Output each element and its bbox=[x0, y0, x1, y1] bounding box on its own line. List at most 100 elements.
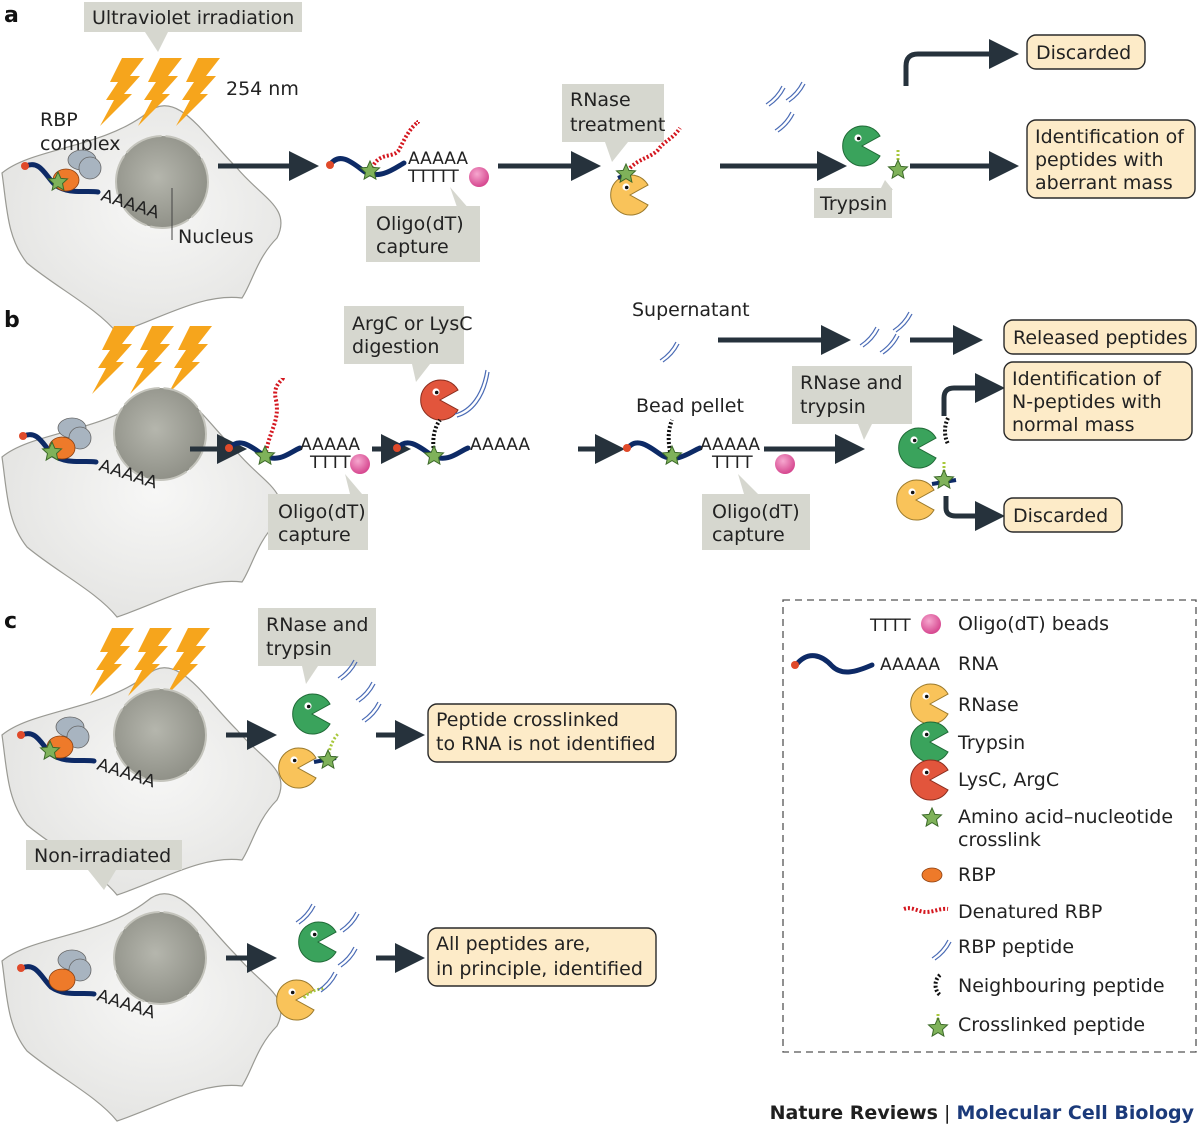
output-identification-a-3: aberrant mass bbox=[1035, 172, 1173, 194]
trypsin-enzyme-a bbox=[842, 125, 881, 167]
output-all-c-1: All peptides are, bbox=[436, 933, 591, 955]
rnase-trypsin-callout-b-1: RNase and bbox=[800, 372, 902, 394]
trypsin-enzyme-c2 bbox=[298, 921, 337, 963]
lysc-argc-icon bbox=[910, 759, 949, 801]
denatured-rbp-icon bbox=[903, 906, 949, 915]
output-discarded-a-text: Discarded bbox=[1036, 42, 1131, 64]
legend-label-7: Denatured RBP bbox=[958, 901, 1102, 923]
legend-label-8: RBP peptide bbox=[958, 936, 1074, 958]
legend-label-2: RNase bbox=[958, 694, 1019, 716]
oligo-callout-a-2: capture bbox=[376, 236, 449, 258]
rna-icon bbox=[793, 653, 875, 675]
polyT-a: TTTTT bbox=[407, 167, 459, 187]
rbp-peptide-icon bbox=[931, 939, 952, 961]
legend-label-9: Neighbouring peptide bbox=[958, 975, 1165, 997]
legend-border bbox=[782, 599, 1197, 1053]
rnase-enzyme-b bbox=[896, 479, 935, 521]
rnase-callout-a: RNase treatment bbox=[562, 84, 665, 162]
panel-a-label: a bbox=[4, 3, 19, 28]
footer-separator: | bbox=[937, 1102, 957, 1124]
panel-a: a Ultraviolet irradiation 254 nm RBP com… bbox=[1, 2, 1196, 334]
digestion-callout-b-1: ArgC or LysC bbox=[352, 313, 473, 335]
oligo-callout-b2-1: Oligo(dT) bbox=[712, 501, 800, 523]
output-identification-a: Identification of peptides with aberrant… bbox=[1026, 119, 1196, 199]
arrow-b-discard bbox=[943, 496, 1005, 531]
oligo-bead-icon bbox=[921, 614, 941, 634]
publisher-name: Nature Reviews bbox=[769, 1102, 938, 1124]
legend-item-trypsin: Trypsin bbox=[910, 721, 1025, 763]
legend-item-crosslink: Amino acid–nucleotide crosslink bbox=[922, 806, 1173, 851]
panel-b-label: b bbox=[4, 308, 20, 333]
rnase-trypsin-callout-c: RNase and trypsin bbox=[258, 608, 376, 684]
supernatant-label: Supernatant bbox=[632, 299, 750, 321]
polyT-b2: TTTT bbox=[711, 453, 753, 473]
arrow-a-discard bbox=[903, 39, 1019, 86]
output-all-c: All peptides are, in principle, identifi… bbox=[427, 927, 657, 987]
rnase-enzyme-c1 bbox=[278, 747, 317, 789]
legend-item-rbp-peptide: RBP peptide bbox=[931, 936, 1074, 961]
uv-bolts-b bbox=[92, 326, 212, 394]
lysc-enzyme-b bbox=[420, 379, 459, 421]
nucleus-label: Nucleus bbox=[178, 226, 254, 248]
uv-callout-text: Ultraviolet irradiation bbox=[92, 7, 294, 29]
output-crosslinked-c-2: to RNA is not identified bbox=[436, 733, 655, 755]
output-identification-b: Identification of N-peptides with normal… bbox=[1003, 361, 1193, 441]
oligo-bead-a bbox=[469, 167, 489, 187]
output-discarded-a: Discarded bbox=[1026, 34, 1146, 70]
rnase-trypsin-callout-b: RNase and trypsin bbox=[792, 366, 912, 440]
output-identification-a-1: Identification of bbox=[1035, 126, 1185, 148]
legend-item-oligo-dt-beads: TTTT Oligo(dT) beads bbox=[869, 613, 1109, 636]
rnase-callout-a-1: RNase bbox=[570, 89, 631, 111]
crosslinked-peptide-icon bbox=[928, 1017, 948, 1037]
legend-item-rbp: RBP bbox=[921, 864, 996, 886]
legend-oligo-prefix: TTTT bbox=[869, 616, 911, 636]
legend-label-3: Trypsin bbox=[957, 732, 1025, 754]
legend-label-4: LysC, ArgC bbox=[958, 769, 1059, 791]
footer-credit: Nature Reviews | Molecular Cell Biology bbox=[770, 1102, 1194, 1124]
nucleus-c2 bbox=[113, 911, 207, 1005]
neighbouring-peptide-icon bbox=[933, 973, 942, 997]
rbp-complex-label-2: complex bbox=[40, 133, 121, 155]
non-irradiated-callout-text: Non-irradiated bbox=[34, 845, 171, 867]
legend-item-neighbouring-peptide: Neighbouring peptide bbox=[933, 973, 1165, 997]
legend-label-5b: crosslink bbox=[958, 829, 1041, 851]
output-released-b-text: Released peptides bbox=[1013, 327, 1188, 349]
panel-c: c AAAAA RNase and trypsin bbox=[1, 608, 677, 1122]
captured-rna-b: AAAAA TTTT bbox=[225, 377, 370, 474]
oligo-callout-b1-1: Oligo(dT) bbox=[278, 501, 366, 523]
output-discarded-b-text: Discarded bbox=[1013, 505, 1108, 527]
output-discarded-b: Discarded bbox=[1003, 497, 1123, 533]
output-identification-b-3: normal mass bbox=[1012, 414, 1135, 436]
trypsin-icon bbox=[910, 721, 949, 763]
rnase-trypsin-callout-c-2: trypsin bbox=[266, 638, 332, 660]
trypsin-callout-a-text: Trypsin bbox=[819, 193, 887, 215]
oligo-callout-a-1: Oligo(dT) bbox=[376, 213, 464, 235]
oligo-callout-b2: Oligo(dT) capture bbox=[702, 474, 810, 550]
output-identification-b-2: N-peptides with bbox=[1012, 391, 1162, 413]
output-all-c-2: in principle, identified bbox=[436, 958, 643, 980]
rnase-trypsin-callout-b-2: trypsin bbox=[800, 396, 866, 418]
journal-name: Molecular Cell Biology bbox=[956, 1102, 1194, 1124]
panel-c-label: c bbox=[4, 609, 17, 634]
non-irradiated-callout: Non-irradiated bbox=[26, 840, 182, 890]
trypsin-enzyme-b bbox=[898, 427, 937, 469]
rnase-trypsin-callout-c-1: RNase and bbox=[266, 614, 368, 636]
oligo-bead-b1 bbox=[350, 454, 370, 474]
polyA-b3: AAAAA bbox=[700, 435, 760, 455]
uv-callout: Ultraviolet irradiation bbox=[84, 2, 302, 52]
legend: TTTT Oligo(dT) beads AAAAA RNA RNase Try… bbox=[782, 599, 1197, 1053]
rnase-enzyme-c2 bbox=[276, 979, 315, 1021]
output-crosslinked-c-1: Peptide crosslinked bbox=[436, 709, 619, 731]
legend-label-5: Amino acid–nucleotide bbox=[958, 806, 1173, 828]
rbp-complex-label-1: RBP bbox=[40, 109, 78, 131]
legend-label-10: Crosslinked peptide bbox=[958, 1014, 1145, 1036]
legend-item-rnase: RNase bbox=[910, 683, 1019, 725]
output-identification-a-2: peptides with bbox=[1035, 149, 1164, 171]
polyT-b1: TTTT bbox=[309, 453, 351, 473]
legend-label-6: RBP bbox=[958, 864, 996, 886]
pellet-rna-b: AAAAA TTTT bbox=[623, 419, 795, 474]
trypsin-enzyme-c1 bbox=[292, 693, 331, 735]
rnase-callout-a-2: treatment bbox=[570, 114, 665, 136]
arrow-b-ident bbox=[941, 373, 1005, 416]
